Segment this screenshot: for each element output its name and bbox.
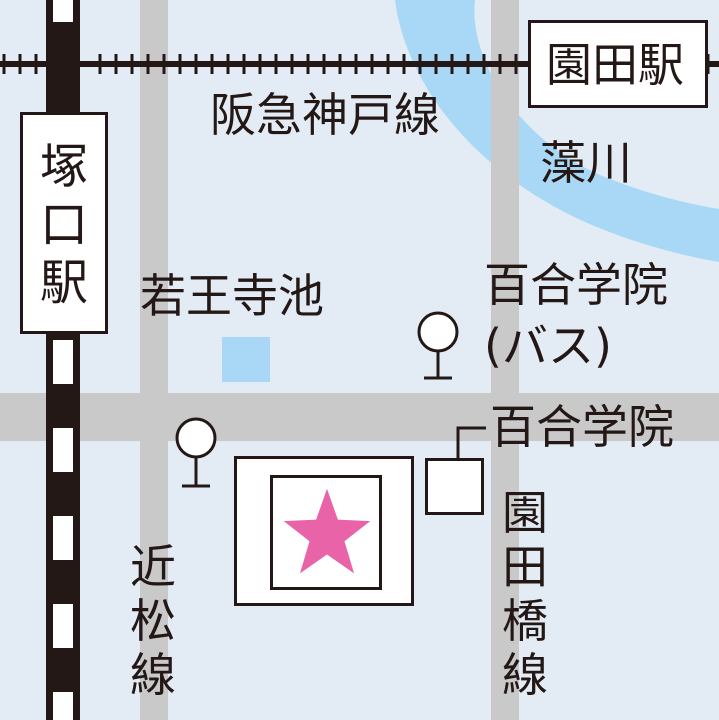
destination-building-inner <box>270 475 382 590</box>
railway-jr-vertical <box>46 0 80 720</box>
bus-stop-sign-icon <box>417 311 459 380</box>
road-sonoda-bashi-line <box>491 0 519 720</box>
station-tsukaguchi-box: 塚 口 駅 <box>20 112 108 334</box>
river-mogawa-label: 藻川 <box>540 136 632 190</box>
station-tsukaguchi-label: 塚 口 駅 <box>39 139 88 311</box>
pond-nyakuoji-label: 若王寺池 <box>140 269 324 323</box>
railway-dash <box>53 0 73 22</box>
destination-building-outer <box>234 456 414 606</box>
pond-nyakuoji <box>222 337 270 382</box>
station-sonoda-label: 園田駅 <box>546 38 684 92</box>
bus-stop-suffix-label: (バス) <box>484 319 612 373</box>
road-horizontal <box>0 393 719 441</box>
bus-stop-label: 百合学院 <box>484 258 668 312</box>
railway-dash <box>53 340 73 384</box>
railway-dash <box>53 692 73 720</box>
star-icon <box>283 488 371 574</box>
road-kintetsu-line <box>140 0 168 720</box>
station-sonoda-box: 園田駅 <box>528 20 708 108</box>
railway-dash <box>53 604 73 648</box>
railway-dash <box>53 516 73 560</box>
line-hankyu-kobe-label: 阪急神戸線 <box>210 88 440 142</box>
school-building <box>425 458 484 515</box>
bus-stop-sign-icon <box>175 417 217 488</box>
line-kintetsu-label: 近 松 線 <box>130 540 176 702</box>
railway-dash <box>53 428 73 472</box>
school-label: 百合学院 <box>490 400 674 454</box>
line-sonoda-bashi-label: 園 田 橋 線 <box>502 486 548 702</box>
